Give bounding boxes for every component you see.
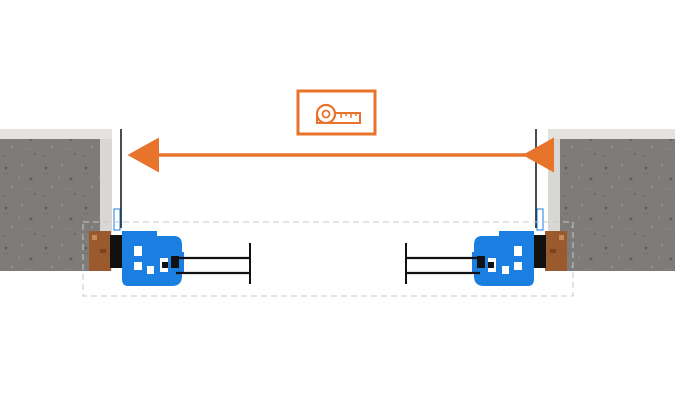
right-pvc-profile (474, 231, 534, 286)
right-reveal-marker (536, 208, 544, 231)
left-frame-profile (89, 231, 251, 286)
left-seal (110, 235, 123, 268)
left-pvc-profile (122, 231, 182, 286)
tape-measure-icon (296, 89, 377, 136)
right-seal (533, 235, 546, 268)
left-reveal-plaster (100, 139, 112, 232)
right-wall (548, 129, 675, 271)
window-outline-dashed (82, 221, 574, 297)
right-frame-profile (405, 231, 567, 286)
left-wall (0, 129, 112, 271)
left-reveal-marker (113, 208, 121, 231)
right-reveal-plaster (548, 139, 560, 232)
left-wall-concrete (0, 139, 100, 271)
right-wall-concrete (560, 139, 675, 271)
